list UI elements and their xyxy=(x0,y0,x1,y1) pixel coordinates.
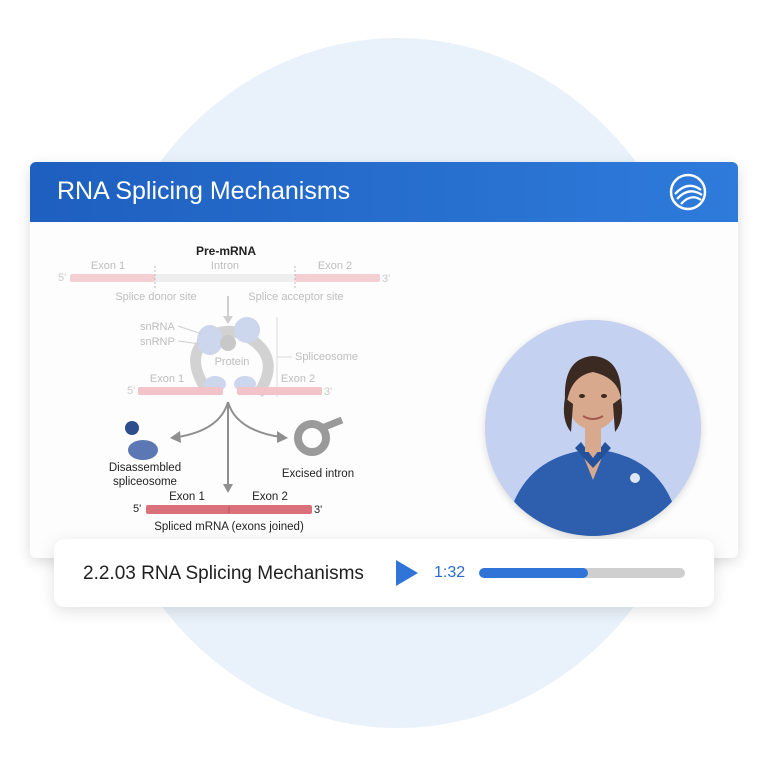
progress-bar[interactable] xyxy=(479,568,685,578)
pre-mrna-exon1-label: Exon 1 xyxy=(91,260,125,272)
splice-acceptor-label: Splice acceptor site xyxy=(248,291,343,303)
middle-5prime-label: 5' xyxy=(127,385,135,397)
snrnp-blob-right xyxy=(234,317,260,343)
arrow-to-intron xyxy=(227,401,281,438)
playback-time: 1:32 xyxy=(434,564,466,581)
pre-mrna-intron-label: Intron xyxy=(211,260,239,272)
pre-mrna-exon2-label: Exon 2 xyxy=(318,260,352,272)
spliced-exon1-label: Exon 1 xyxy=(169,491,205,503)
middle-3prime-label: 3' xyxy=(324,386,332,398)
excised-intron-label: Excised intron xyxy=(282,468,354,480)
disassembled-label-line1: Disassembled xyxy=(109,462,181,474)
middle-exon2-label: Exon 2 xyxy=(281,373,315,385)
spliced-exon2 xyxy=(229,505,312,514)
pre-mrna-exon1 xyxy=(70,274,155,282)
excised-intron-lariat xyxy=(294,420,330,456)
pre-mrna-intron xyxy=(155,274,295,282)
snrnp-blob-left xyxy=(197,325,223,355)
spliced-mrna-label: Spliced mRNA (exons joined) xyxy=(154,521,304,533)
pre-mrna-3prime-label: 3' xyxy=(382,273,390,285)
arrow-to-spliced-head xyxy=(223,484,233,493)
spliced-exon1 xyxy=(146,505,229,514)
pre-mrna-5prime-label: 5' xyxy=(58,272,66,284)
snrnp-label: snRNP xyxy=(140,336,175,348)
spliced-5prime-label: 5' xyxy=(133,503,141,515)
spliced-3prime-label: 3' xyxy=(314,504,322,516)
presenter-illustration xyxy=(485,320,701,536)
arrow-to-disassembled-head xyxy=(170,431,181,443)
protein-blob xyxy=(220,335,236,351)
video-title: 2.2.03 RNA Splicing Mechanisms xyxy=(83,563,364,584)
play-button[interactable] xyxy=(392,558,422,588)
disassembled-small-blob xyxy=(125,421,139,435)
presenter-video-thumbnail xyxy=(485,320,701,536)
slide-title: RNA Splicing Mechanisms xyxy=(57,177,351,205)
splice-donor-label: Splice donor site xyxy=(115,291,196,303)
slide-header: RNA Splicing Mechanisms xyxy=(30,162,738,222)
pre-mrna-exon2 xyxy=(295,274,380,282)
disassembled-large-blob xyxy=(128,440,158,460)
middle-exon1-label: Exon 1 xyxy=(150,373,184,385)
progress-fill xyxy=(479,568,589,578)
disassembled-label-line2: spliceosome xyxy=(113,476,177,488)
protein-label: Protein xyxy=(215,356,250,368)
spliceosome-label: Spliceosome xyxy=(295,351,358,363)
uworld-globe-icon xyxy=(669,173,707,211)
arrow-to-intron-head xyxy=(277,431,288,443)
snrnp-pointer xyxy=(177,340,201,345)
pre-mrna-label: Pre-mRNA xyxy=(196,244,256,258)
middle-exon2 xyxy=(237,387,322,395)
snrna-pointer xyxy=(177,325,203,335)
video-player-bar: 2.2.03 RNA Splicing Mechanisms 1:32 xyxy=(54,539,714,607)
excised-intron-tail xyxy=(320,416,344,432)
spliced-exon2-label: Exon 2 xyxy=(252,491,288,503)
play-icon xyxy=(396,560,418,586)
splicing-diagram: Pre-mRNA 5' 3' Exon 1 Intron Exon 2 Spli… xyxy=(58,244,390,533)
snrna-label: snRNA xyxy=(140,321,176,333)
arrow-to-spliceosome-head xyxy=(223,316,233,324)
middle-exon1 xyxy=(138,387,223,395)
arrow-to-disassembled xyxy=(177,401,229,438)
